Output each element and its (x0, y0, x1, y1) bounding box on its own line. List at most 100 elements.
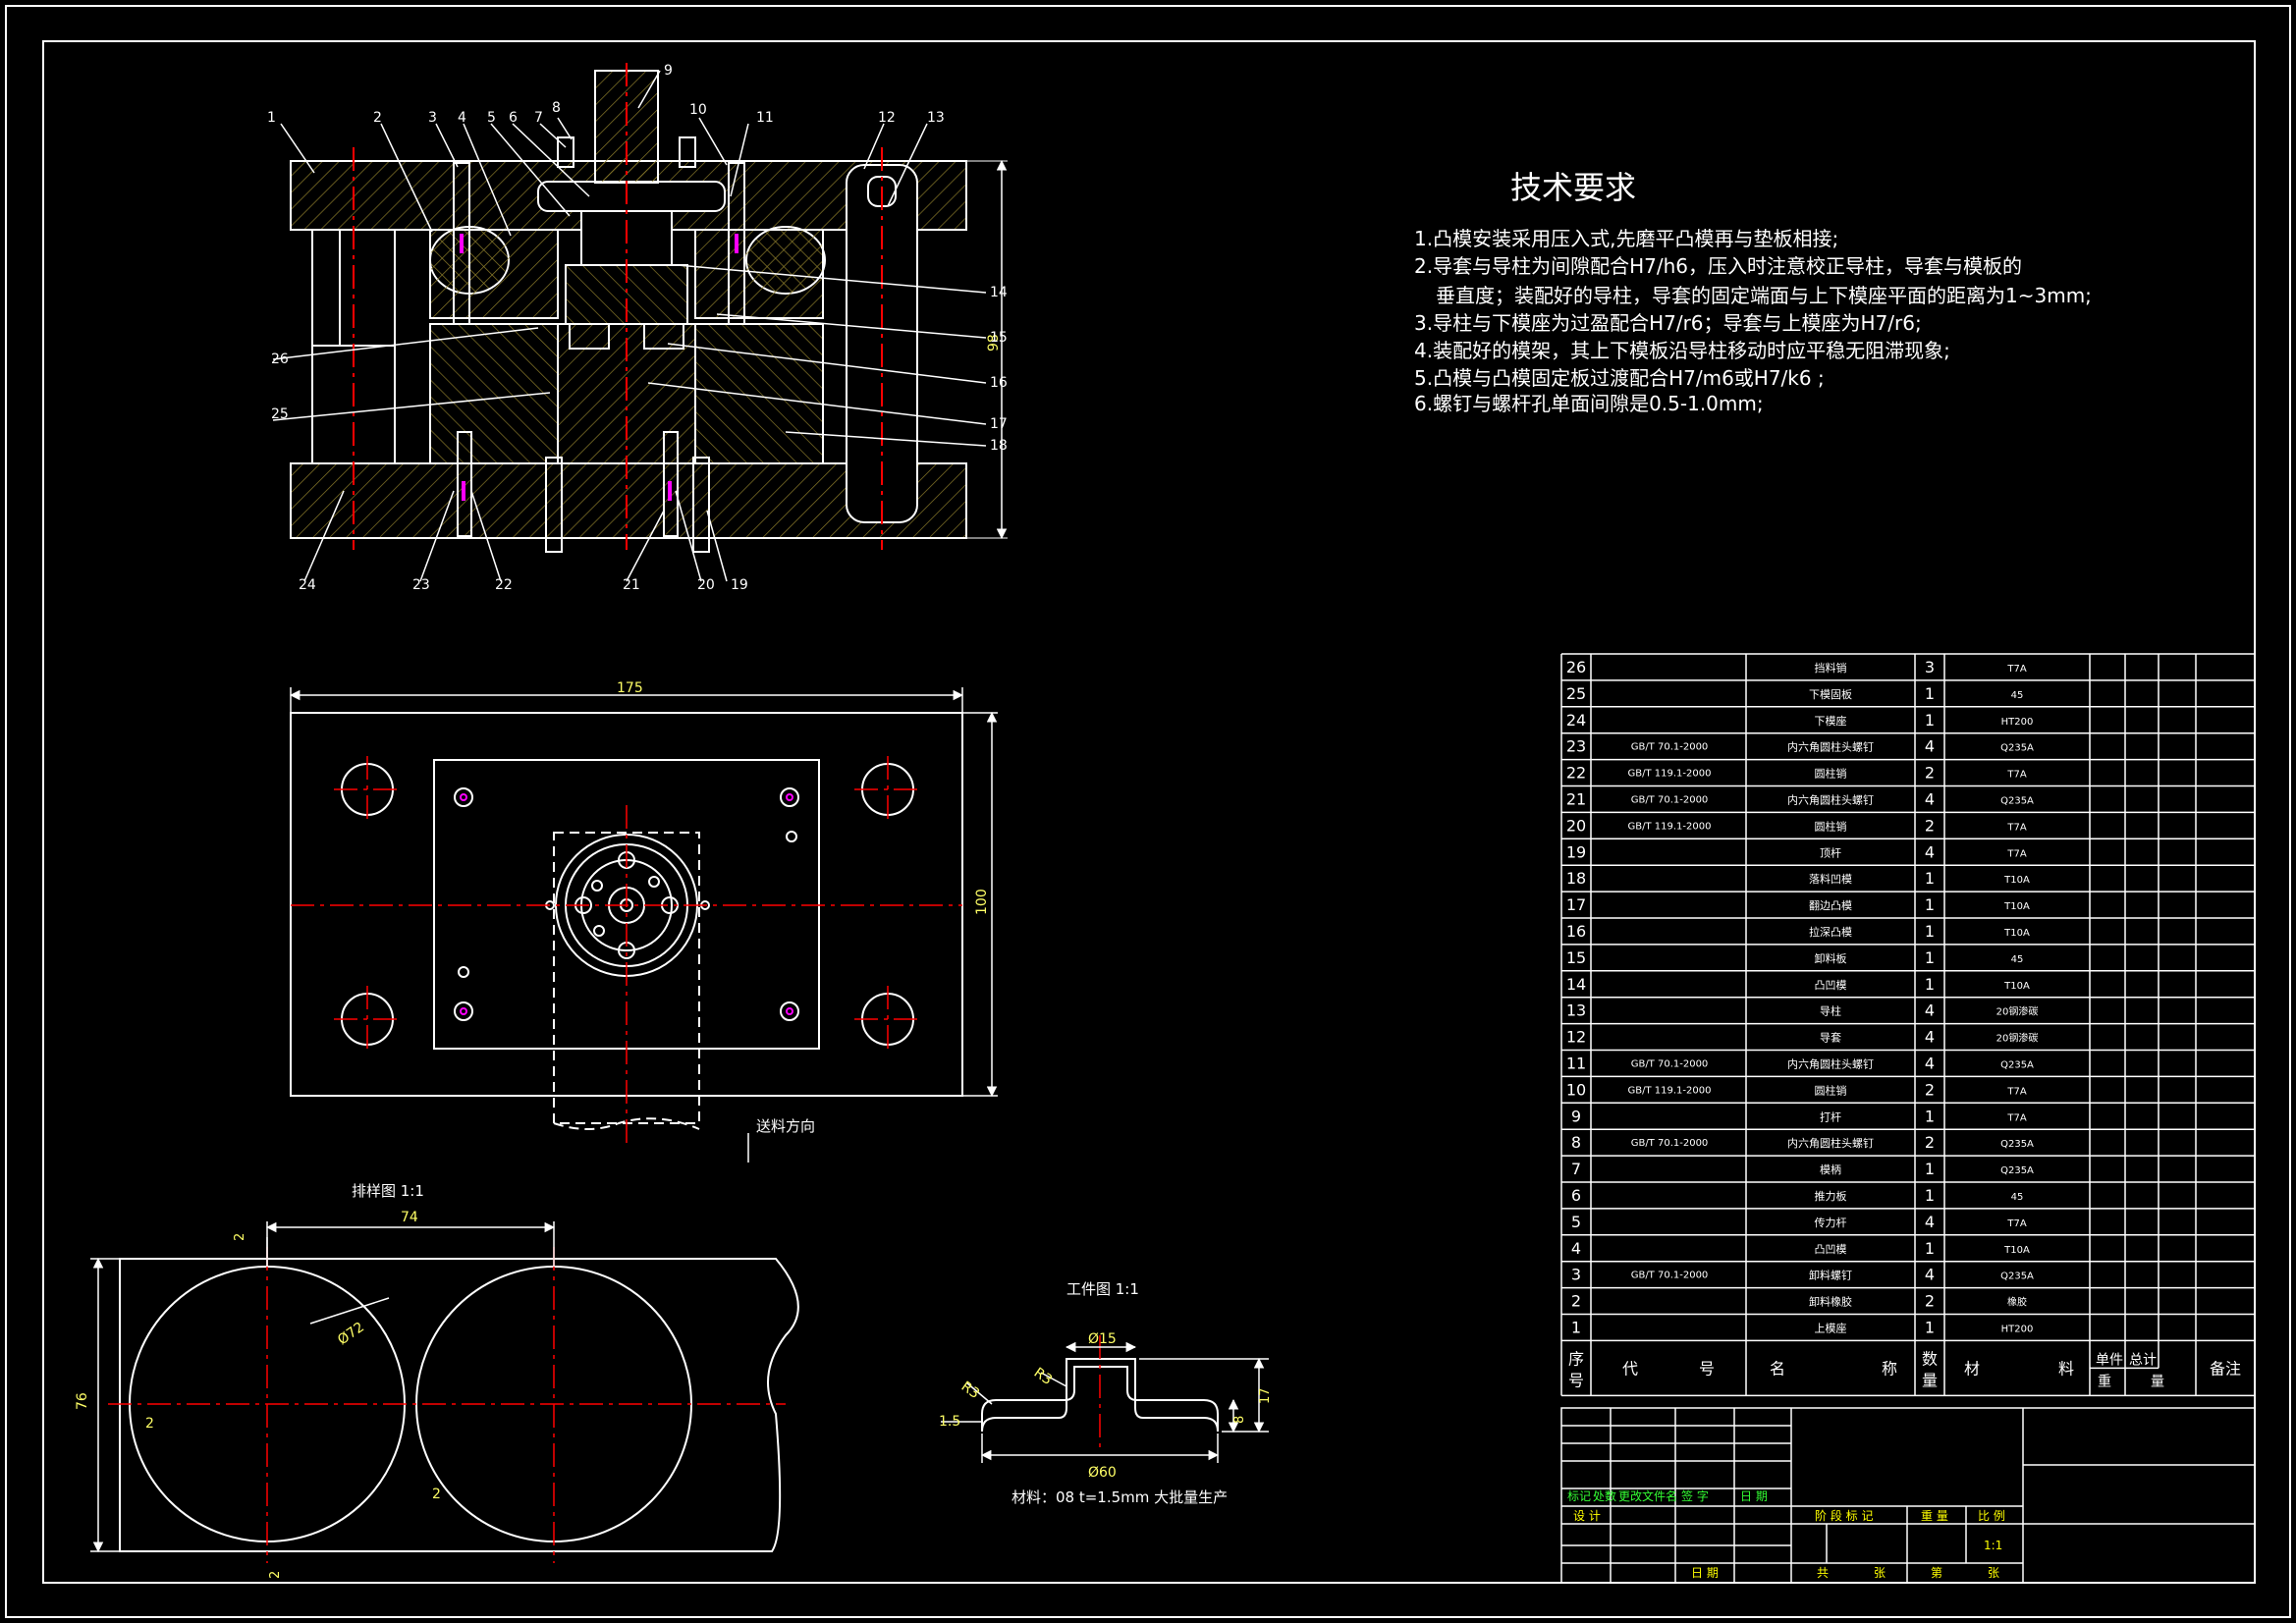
bom-row-code: GB/T 119.1-2000 (1628, 821, 1712, 832)
tech-req-line-6: 5.凸模与凸模固定板过渡配合H7/m6或H7/k6 ; (1414, 366, 1825, 390)
tech-req-title: 技术要求 (1510, 169, 1636, 206)
callout-8: 8 (552, 100, 561, 116)
callout-2: 2 (373, 110, 382, 126)
callout-10: 10 (689, 102, 707, 118)
strip-dims (90, 1221, 556, 1553)
bom-head-qty: 数 (1922, 1349, 1938, 1368)
callout-20: 20 (697, 577, 715, 593)
bom-row-material: T7A (2006, 848, 2026, 859)
bom-row-no: 20 (1566, 816, 1586, 835)
bom-head-code: 代 (1622, 1359, 1638, 1378)
title-block-labels: 标记 处数 更改文件名 签 字 日 期 设 计 阶 段 标 记 重 量 比 例 … (1567, 1488, 2005, 1580)
bom-row-name: 落料凹模 (1809, 872, 1852, 886)
callout-11: 11 (756, 110, 774, 126)
tech-req-line-1: 1.凸模安装采用压入式,先磨平凸模再与垫板相接; (1414, 227, 1838, 250)
callout-26: 26 (271, 352, 289, 367)
bom-row-name: 上模座 (1815, 1322, 1847, 1335)
bom-row-name: 挡料销 (1815, 661, 1847, 675)
bom-row-no: 7 (1571, 1160, 1581, 1178)
bom-row-qty: 2 (1925, 1133, 1935, 1152)
callout-6: 6 (509, 110, 518, 126)
dim-part-r3a: R3 (958, 1379, 982, 1402)
callout-14: 14 (990, 285, 1008, 300)
bom-row-material: T7A (2006, 664, 2026, 675)
bom-row-no: 25 (1566, 684, 1586, 703)
bom-row-no: 1 (1571, 1319, 1581, 1337)
bom-row-qty: 1 (1925, 1160, 1935, 1178)
tb-total: 共 (1817, 1566, 1829, 1580)
dim-dia-strip: Ø72 (335, 1320, 367, 1349)
bom-row-name: 拉深凸模 (1809, 925, 1852, 939)
feed-direction-label: 送料方向 (756, 1117, 815, 1135)
bom-row-no: 9 (1571, 1107, 1581, 1125)
bom-head-unit: 单件 (2096, 1352, 2123, 1368)
bom-row-no: 23 (1566, 737, 1586, 756)
dim-depth: 100 (974, 889, 990, 915)
bom-row-name: 卸料橡胶 (1809, 1295, 1852, 1309)
material-note: 材料：08 t=1.5mm 大批量生产 (1011, 1488, 1228, 1506)
dim-gap-bottom: 2 (268, 1571, 283, 1579)
bom-row-no: 14 (1566, 975, 1586, 994)
bom-row-no: 8 (1571, 1133, 1581, 1152)
bom-head-remark: 备注 (2210, 1359, 2241, 1378)
bom-row-name: 卸料板 (1815, 951, 1847, 965)
outer-frame (5, 5, 2291, 1618)
dim-part-d60: Ø60 (1088, 1465, 1117, 1481)
dim-strip-width: 76 (75, 1392, 90, 1410)
dim-width: 175 (617, 680, 643, 696)
bom-head-material: 料 (2058, 1359, 2074, 1378)
bom-row-material: T7A (2006, 822, 2026, 833)
bom-row-material: T7A (2006, 770, 2026, 781)
tb-count: 处数 (1593, 1488, 1616, 1503)
tb-file: 更改文件名 (1618, 1488, 1677, 1503)
dim-part-t: 1.5 (939, 1414, 960, 1430)
bom-row-no: 10 (1566, 1080, 1586, 1099)
bom-row-material: Q235A (2000, 1165, 2034, 1176)
bom-row-material: 橡胶 (2007, 1296, 2027, 1309)
tech-req-line-3: 垂直度；装配好的导柱，导套的固定端面与上下模座平面的距离为1~3mm; (1436, 284, 2092, 307)
tech-req-list: 1.凸模安装采用压入式,先磨平凸模再与垫板相接; 2.导套与导柱为间隙配合H7/… (1414, 227, 2092, 415)
plan-centerlines (291, 756, 962, 1147)
tb-weight: 重 量 (1921, 1509, 1948, 1523)
bom-row-no: 22 (1566, 764, 1586, 783)
bom-row-qty: 4 (1925, 790, 1935, 809)
tb-sign: 签 字 (1681, 1488, 1709, 1503)
bom-row-qty: 1 (1925, 869, 1935, 888)
bom-row-qty: 1 (1925, 684, 1935, 703)
bom-row-material: Q235A (2000, 1139, 2034, 1150)
bom-head-no: 序 (1568, 1349, 1584, 1368)
bom-row-qty: 4 (1925, 1213, 1935, 1231)
bom-row-no: 17 (1566, 895, 1586, 914)
callout-12: 12 (878, 110, 896, 126)
callout-13: 13 (927, 110, 945, 126)
bom-row-no: 2 (1571, 1292, 1581, 1311)
bom-row-no: 13 (1566, 1001, 1586, 1020)
bom-row-material: Q235A (2000, 743, 2034, 754)
bom-row-material: HT200 (2001, 717, 2034, 728)
bom-row-no: 26 (1566, 658, 1586, 676)
bom-row-qty: 1 (1925, 922, 1935, 941)
bom-row-name: 下模座 (1815, 714, 1847, 728)
assembly-section-view (290, 63, 1008, 553)
callout-19: 19 (731, 577, 748, 593)
bom-row-qty: 4 (1925, 1055, 1935, 1073)
bom-row-material: T10A (2003, 875, 2030, 886)
bom-row-code: GB/T 70.1-2000 (1631, 742, 1709, 753)
workpiece-profile (981, 1358, 1219, 1433)
dim-height: 98 (986, 334, 1002, 352)
bom-row-material: Q235A (2000, 1271, 2034, 1282)
callout-22: 22 (495, 577, 513, 593)
callout-9: 9 (664, 63, 673, 79)
bom-head-code: 号 (1699, 1359, 1715, 1378)
bom-row-no: 15 (1566, 948, 1586, 967)
bom-row-qty: 1 (1925, 711, 1935, 730)
bom-row-qty: 1 (1925, 1107, 1935, 1125)
bom-row-qty: 4 (1925, 1001, 1935, 1020)
layout-title: 排样图 1:1 (352, 1182, 424, 1200)
strip-centerlines (108, 1247, 786, 1563)
bom-row-name: 圆柱销 (1815, 767, 1847, 781)
bom-row-no: 5 (1571, 1213, 1581, 1231)
bom-head-name: 称 (1882, 1359, 1897, 1378)
bom-row-name: 圆柱销 (1815, 819, 1847, 833)
callout-23: 23 (412, 577, 430, 593)
